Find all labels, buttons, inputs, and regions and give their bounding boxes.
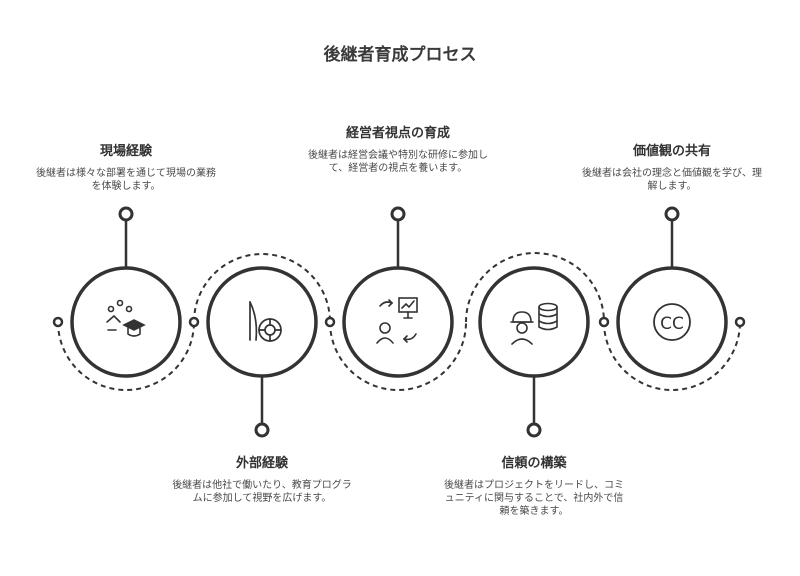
- cc-icon: CC: [653, 303, 691, 341]
- step-5-description: 後継者は会社の理念と価値観を学び、理解します。: [582, 168, 762, 192]
- step-circle-5: [616, 266, 728, 378]
- external-knowledge-icon: [249, 301, 282, 342]
- stem-markers: [118, 206, 680, 438]
- svg-text:CC: CC: [660, 314, 684, 334]
- step-2-title: 外部経験: [235, 456, 288, 471]
- presentation-exchange-icon: [376, 297, 418, 344]
- step-1-title: 現場経験: [99, 144, 152, 159]
- step-circle-3: [342, 266, 454, 378]
- dashed-connectors: [57, 252, 741, 391]
- step-3-description: 後継者は経営会議や特別な研修に参加して、経営者の視点を養います。: [308, 150, 488, 174]
- step-4-title: 信頼の構築: [501, 456, 567, 471]
- step-1-text: 現場経験 後継者は様々な部署を通じて現場の業務を体験します。: [36, 140, 216, 193]
- step-1-description: 後継者は様々な部署を通じて現場の業務を体験します。: [36, 168, 216, 192]
- skills-growth-icon: [106, 299, 146, 337]
- connector-dots: [52, 316, 746, 328]
- step-5-text: 価値観の共有 後継者は会社の理念と価値観を学び、理解します。: [582, 140, 762, 193]
- step-3-title: 経営者視点の育成: [345, 126, 450, 141]
- step-4-text: 信頼の構築 後継者はプロジェクトをリードし、コミュニティに関与することで、社内外…: [444, 452, 624, 518]
- step-2-text: 外部経験 後継者は他社で働いたり、教育プログラムに参加して視野を広げます。: [172, 452, 352, 505]
- worker-database-icon: [510, 302, 558, 345]
- step-2-description: 後継者は他社で働いたり、教育プログラムに参加して視野を広げます。: [172, 480, 352, 504]
- step-3-text: 経営者視点の育成 後継者は経営会議や特別な研修に参加して、経営者の視点を養います…: [308, 122, 488, 175]
- step-circle-4: [478, 266, 590, 378]
- step-5-title: 価値観の共有: [632, 144, 711, 159]
- step-circle-1: [70, 266, 182, 378]
- diagram-title: 後継者育成プロセス: [323, 45, 477, 65]
- step-4-description: 後継者はプロジェクトをリードし、コミュニティに関与することで、社内外で信頼を築き…: [444, 480, 624, 517]
- stems: [124, 220, 674, 424]
